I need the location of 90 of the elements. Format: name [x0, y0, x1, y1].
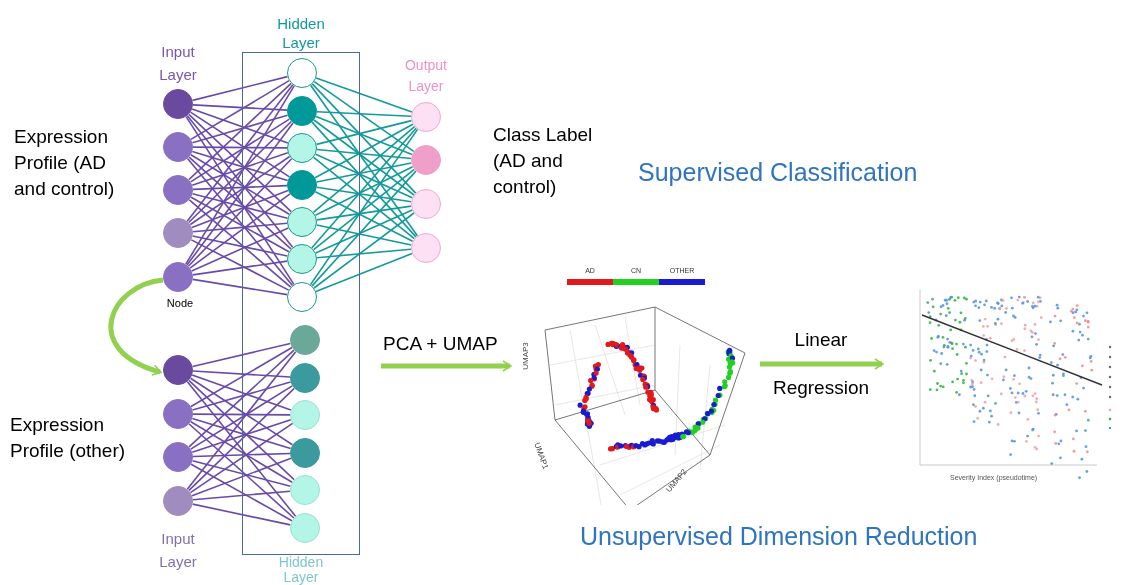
edge-label: Linear Regression	[771, 328, 871, 400]
arrow	[108, 277, 164, 376]
connection-line	[191, 235, 289, 257]
connection-line	[188, 349, 295, 448]
connection-line	[315, 115, 413, 156]
connection-line	[191, 342, 292, 368]
connection-line	[191, 503, 292, 526]
section-title: Unsupervised Dimension Reduction	[580, 521, 979, 552]
connection-line	[188, 82, 292, 181]
connection-line	[188, 113, 292, 213]
connection-line	[311, 83, 417, 194]
connection-line	[191, 75, 289, 102]
connection-line	[189, 385, 294, 450]
layer-label: Node	[165, 296, 195, 311]
connection-line	[313, 119, 415, 196]
layer-heading: Hidden Layer	[277, 555, 325, 585]
connection-line	[189, 422, 294, 494]
connection-line	[313, 80, 415, 153]
connection-line	[192, 222, 288, 233]
connection-line	[188, 156, 292, 250]
connection-line	[316, 248, 412, 259]
connection-line	[187, 120, 293, 224]
connection-line	[187, 387, 296, 492]
connection-line	[313, 212, 415, 289]
connection-line	[192, 490, 291, 501]
axis-label: UMAP1	[531, 441, 552, 471]
connection-line	[311, 170, 417, 287]
connection-line	[316, 110, 412, 118]
connection-line	[187, 158, 293, 267]
connection-line	[191, 459, 292, 488]
connection-line	[309, 84, 419, 237]
connection-line	[315, 119, 413, 146]
connection-line	[192, 260, 288, 276]
layer-label: Input Layer	[158, 42, 198, 85]
connection-line	[312, 168, 416, 251]
connection-line	[315, 224, 413, 246]
text-label: Expression Profile (other)	[10, 413, 127, 463]
connection-line	[192, 184, 288, 191]
connection-line	[315, 252, 413, 293]
connection-line	[315, 77, 413, 113]
connection-line	[190, 79, 290, 141]
layer-heading: Hidden Layer	[276, 14, 326, 52]
text-label: Expression Profile (AD and control)	[14, 125, 116, 201]
connection-line	[186, 380, 297, 518]
connection-line	[188, 379, 295, 481]
connection-line	[189, 377, 294, 446]
edge-label: PCA + UMAP	[383, 332, 499, 356]
connection-line	[191, 457, 292, 497]
connection-line	[186, 350, 297, 491]
connection-line	[189, 155, 291, 226]
connection-line	[190, 346, 293, 408]
connection-line	[190, 153, 290, 216]
connection-line	[191, 189, 289, 229]
connection-line	[186, 122, 294, 266]
connection-line	[316, 205, 412, 221]
connection-line	[186, 84, 294, 222]
connection-line	[316, 148, 412, 160]
connection-line	[191, 381, 292, 411]
connection-line	[191, 192, 289, 220]
arrow	[381, 360, 512, 372]
axis-label: UMAP3	[519, 342, 531, 370]
connection-line	[189, 193, 291, 269]
connection-line	[192, 278, 288, 296]
connection-line	[185, 115, 295, 286]
connection-line	[309, 128, 419, 286]
connection-line	[189, 111, 291, 178]
connection-line	[191, 114, 289, 144]
connection-line	[192, 146, 288, 149]
connection-line	[186, 157, 294, 287]
section-title: Supervised Classification	[638, 157, 919, 188]
arrow	[760, 358, 884, 370]
connection-line	[192, 104, 288, 111]
layer-label: Output Layer	[404, 56, 448, 96]
connection-line	[185, 85, 295, 265]
connection-line	[186, 114, 294, 249]
connection-line	[312, 156, 416, 240]
connection-line	[192, 370, 291, 378]
connection-line	[191, 108, 289, 144]
connection-line	[188, 199, 292, 288]
connection-line	[189, 118, 291, 183]
connection-line	[192, 452, 291, 458]
connection-line	[190, 420, 293, 484]
connection-line	[188, 423, 295, 519]
connection-line	[312, 125, 416, 214]
connection-line	[191, 374, 292, 411]
connection-line	[316, 186, 412, 203]
text-label: Class Label (AD and control)	[493, 123, 594, 199]
connection-line	[192, 413, 291, 416]
connection-line	[315, 162, 413, 183]
layer-label: Input Layer	[158, 529, 198, 572]
